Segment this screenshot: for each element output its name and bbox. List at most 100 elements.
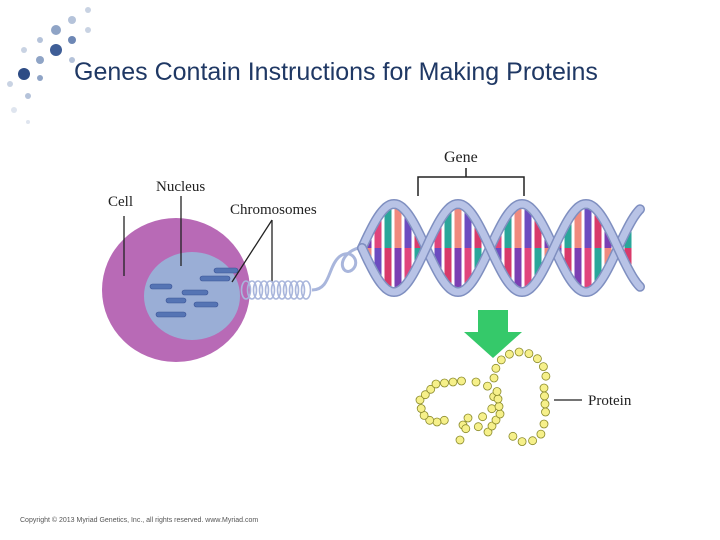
base-pair-rung (534, 248, 542, 280)
protein-bead (496, 355, 506, 365)
base-pair-rung (594, 248, 602, 285)
decorative-dot (21, 47, 27, 53)
base-pair-rung (514, 204, 522, 248)
coil-loop (294, 280, 306, 300)
protein-bead (416, 404, 426, 413)
protein-bead (478, 412, 488, 422)
protein-bead (524, 349, 534, 359)
coil-loop (258, 280, 270, 300)
protein-bead (539, 383, 549, 393)
chromosome-bar (181, 289, 209, 296)
decorative-dot (69, 57, 75, 63)
chromosome-bar (193, 301, 219, 308)
decorative-dot (68, 16, 76, 24)
down-arrow-icon (464, 310, 522, 358)
decorative-dot (7, 81, 13, 87)
protein-bead (483, 427, 493, 437)
decorative-dot (37, 75, 43, 81)
protein-bead (514, 347, 524, 357)
protein-bead (471, 377, 481, 387)
protein-bead (415, 395, 425, 405)
protein-bead (473, 422, 483, 432)
base-pair-rung (564, 220, 572, 248)
protein-bead (463, 413, 473, 423)
base-pair-rung (384, 248, 392, 291)
base-pair-rung (464, 209, 472, 248)
protein-bead (439, 415, 449, 425)
protein-bead (491, 363, 501, 373)
protein-bead (508, 431, 518, 441)
base-pair-rung (564, 248, 572, 276)
protein-bead (431, 379, 441, 389)
slide-title: Genes Contain Instructions for Making Pr… (74, 58, 598, 86)
base-pair-rung (584, 248, 592, 292)
protein-bead (448, 377, 458, 387)
protein-bead (487, 421, 497, 431)
protein-bead (457, 376, 466, 386)
chromosome-bar (149, 283, 173, 290)
chromosomes-pointer-line-1 (231, 219, 273, 283)
decorative-dot (37, 37, 43, 43)
protein-bead (461, 424, 471, 434)
base-pair-rung (504, 213, 512, 248)
nucleus-body (144, 252, 240, 340)
dna-loop (311, 242, 371, 292)
protein-bead (483, 381, 492, 391)
coil-loop (270, 280, 282, 300)
base-pair-rung (594, 211, 602, 248)
gene-label: Gene (444, 149, 478, 166)
protein-bead (539, 419, 549, 429)
cell-label: Cell (108, 194, 133, 210)
base-pair-rung (534, 216, 542, 248)
coil-loop (288, 280, 300, 300)
base-pair-rung (504, 248, 512, 283)
protein-bead (540, 391, 549, 401)
base-pair-rung (574, 248, 582, 289)
coil-loop (240, 280, 252, 300)
copyright-notice: Copyright © 2013 Myriad Genetics, Inc., … (20, 517, 259, 524)
base-pair-rung (514, 248, 522, 292)
protein-bead (539, 362, 548, 372)
decorative-dot (18, 68, 30, 80)
protein-bead (455, 435, 465, 445)
decorative-dot (11, 107, 17, 113)
protein-bead (541, 407, 550, 417)
base-pair-rung (374, 248, 382, 280)
decorative-dot (26, 120, 30, 124)
base-pair-rung (524, 205, 532, 248)
base-pair-rung (524, 248, 532, 291)
protein-bead (420, 390, 430, 400)
base-pair-rung (454, 204, 462, 248)
decorative-dot-pattern (7, 7, 91, 124)
base-pair-rung (444, 209, 452, 248)
protein-bead (432, 417, 442, 427)
coil-loop (252, 280, 264, 300)
base-pair-rung (374, 216, 382, 248)
coil-loop (276, 280, 288, 300)
coil-loop (282, 280, 294, 300)
dna-coil (240, 280, 312, 300)
dna-backbone-strand-1 (358, 200, 644, 296)
decorative-dot (85, 27, 91, 33)
base-pair-rung (574, 207, 582, 248)
coil-loop (300, 280, 312, 300)
protein-bead (493, 394, 503, 404)
base-pair-rung (454, 248, 462, 292)
protein-bead (492, 387, 502, 396)
protein-bead (494, 402, 504, 411)
chromosome-bar (199, 275, 231, 282)
protein-label: Protein (588, 393, 632, 409)
decorative-dot (85, 7, 91, 13)
base-pair-rung (464, 248, 472, 287)
protein-bead (489, 373, 499, 383)
coil-loop (246, 280, 258, 300)
protein-bead (425, 415, 435, 425)
base-pair-rung (434, 248, 442, 273)
chromosome-bar (155, 311, 187, 318)
protein-bead (440, 378, 449, 388)
base-pair-rung (394, 204, 402, 248)
decorative-dot (51, 25, 61, 35)
protein-bead (517, 437, 527, 447)
chromosomes-label: Chromosomes (230, 202, 317, 218)
